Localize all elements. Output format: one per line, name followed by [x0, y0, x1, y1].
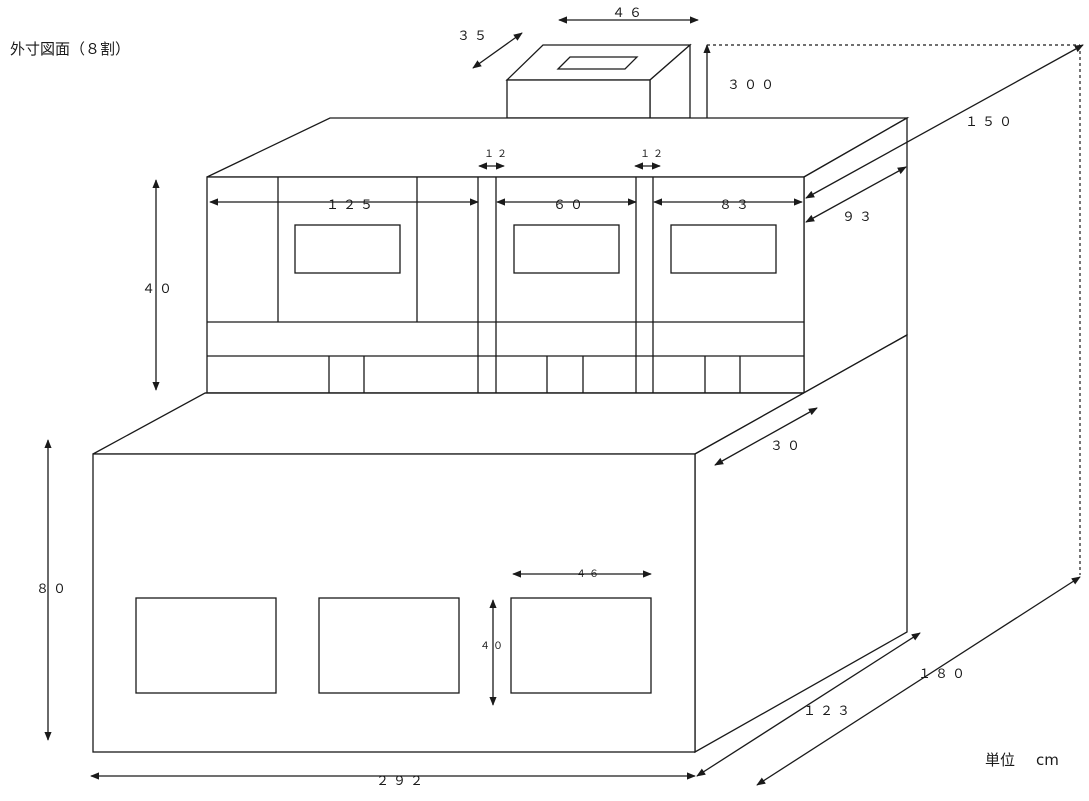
top-box-opening — [556, 56, 639, 70]
dim-upper-section-3: ８３ — [719, 198, 753, 213]
lower-window-2 — [318, 597, 460, 694]
upper-body — [206, 116, 910, 395]
dim-window-width: ４６ — [576, 569, 602, 580]
upper-front-face — [206, 176, 805, 394]
dim-upper-section-2: ６０ — [553, 198, 587, 213]
dim-upper-height: ４０ — [142, 282, 176, 297]
unit-value: cm — [1036, 751, 1059, 769]
dim-total-depth: １８０ — [918, 667, 969, 682]
dim-lower-depth: １２３ — [803, 704, 854, 719]
upper-window-1 — [294, 224, 401, 274]
dim-upper-section-1: １２５ — [326, 198, 377, 213]
dim-upper-gap-1: １２ — [484, 149, 510, 160]
dim-upper-depth: ９３ — [842, 210, 876, 225]
dim-window-height: ４０ — [480, 641, 506, 652]
lower-window-1 — [135, 597, 277, 694]
dim-upper-depth-overall: １５０ — [965, 115, 1016, 130]
top-box — [505, 43, 692, 119]
dim-lower-width: ２９２ — [376, 774, 427, 789]
unit-label: 単位 — [985, 751, 1015, 769]
drawing-title: 外寸図面（８割） — [10, 40, 130, 58]
dimension-arrows — [44, 16, 1084, 786]
lower-body — [92, 333, 908, 754]
dim-top-box-width: ４６ — [612, 6, 646, 21]
lower-window-3 — [510, 597, 652, 694]
upper-top-face — [206, 117, 910, 178]
dim-upper-gap-2: １２ — [640, 149, 666, 160]
upper-window-3 — [670, 224, 777, 274]
dim-top-box-depth: ３５ — [457, 29, 491, 44]
dim-total-height: ３００ — [727, 78, 778, 93]
dim-step-depth: ３０ — [770, 439, 804, 454]
top-box-front-face — [506, 79, 651, 119]
lower-front-face — [92, 453, 696, 753]
upper-window-2 — [513, 224, 620, 274]
dim-lower-height: ８０ — [36, 582, 70, 597]
